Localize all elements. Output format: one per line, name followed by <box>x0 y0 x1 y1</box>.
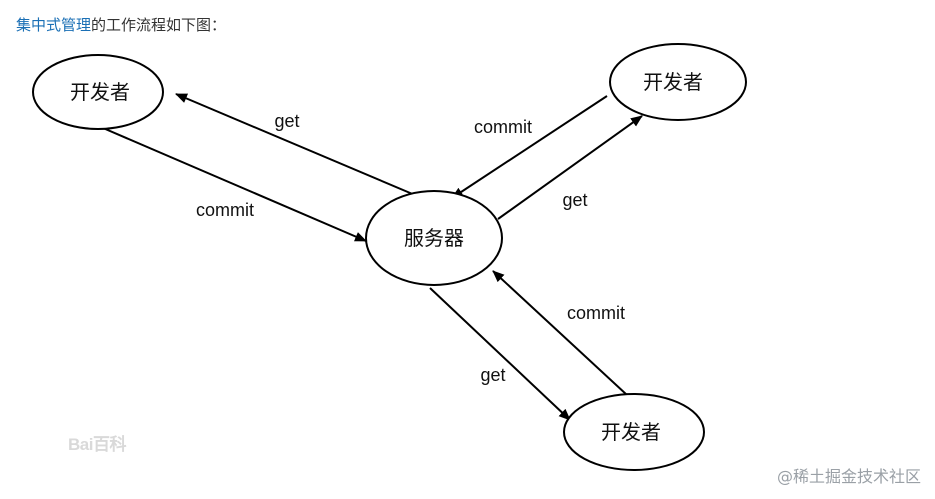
server-label: 服务器 <box>404 226 464 250</box>
arrow-server-to-top-left-developer <box>175 93 423 199</box>
edge-label-get-bottom-right: get <box>480 365 505 385</box>
top-left-developer-node <box>32 54 164 130</box>
juejin-watermark: @稀土掘金技术社区 <box>776 467 921 486</box>
edge-label-get-top-left: get <box>274 111 299 131</box>
arrow-server-to-bottom-right-developer <box>429 287 571 421</box>
caption-text: 的工作流程如下图： <box>91 16 227 34</box>
top-left-developer-label: 开发者 <box>70 80 130 104</box>
top-right-developer-node <box>609 43 747 121</box>
caption: 集中式管理的工作流程如下图： <box>16 14 226 35</box>
arrow-top-left-developer-to-server <box>102 127 367 242</box>
edge-label-get-top-right: get <box>562 190 587 210</box>
arrow-bottom-right-developer-to-server <box>492 270 628 396</box>
server-node <box>365 190 503 286</box>
arrow-top-right-developer-to-server <box>451 95 608 199</box>
baidu-baike-watermark: Bai百科 <box>68 435 126 454</box>
arrow-server-to-top-right-developer <box>497 115 643 220</box>
top-right-developer-label: 开发者 <box>643 70 703 94</box>
bottom-right-developer-label: 开发者 <box>601 420 661 444</box>
edge-label-commit-top-left: commit <box>196 200 254 220</box>
edge-label-commit-top-right: commit <box>474 117 532 137</box>
centralized-management-link[interactable]: 集中式管理 <box>16 16 92 34</box>
bottom-right-developer-node <box>563 393 705 471</box>
edge-label-commit-bottom-right: commit <box>567 303 625 323</box>
